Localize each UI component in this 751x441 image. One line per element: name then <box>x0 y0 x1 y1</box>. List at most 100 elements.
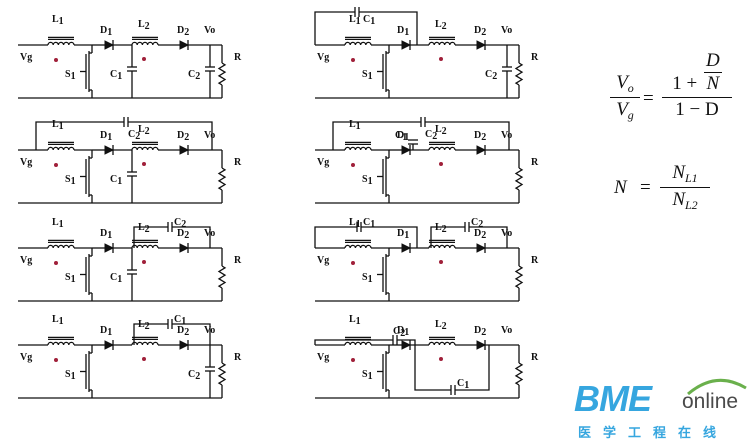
wire <box>361 226 418 248</box>
d2-label: D2 <box>177 228 189 241</box>
wire <box>469 226 508 248</box>
l1-polarity-dot <box>351 58 355 62</box>
wire <box>128 121 213 150</box>
c2-label: C2 <box>188 369 200 382</box>
l2-label: L2 <box>435 124 447 137</box>
l1-polarity-dot <box>54 58 58 62</box>
diode-d1 <box>401 145 412 155</box>
r-label: R <box>234 52 242 63</box>
vo-label: Vo <box>501 130 512 141</box>
d1-label: D1 <box>100 130 112 143</box>
l1-polarity-dot <box>54 358 58 362</box>
wire <box>133 323 168 345</box>
diode-d1 <box>104 145 115 155</box>
l2-label: L2 <box>435 222 447 235</box>
gain-equals-sign: = <box>643 88 654 109</box>
diode-d2 <box>476 243 487 253</box>
diode-d1 <box>401 40 412 50</box>
l2-polarity-dot <box>439 260 443 264</box>
d2-label: D2 <box>177 130 189 143</box>
c1-label: C1 <box>363 217 375 230</box>
c1-label: C1 <box>395 130 407 143</box>
inductor-l1 <box>47 41 75 46</box>
l2-polarity-dot <box>439 162 443 166</box>
inductor-l2 <box>428 244 456 249</box>
r-label: R <box>234 352 242 363</box>
diode-d1 <box>401 340 412 350</box>
l1-label: L1 <box>52 314 64 327</box>
logo-brand-text: BME <box>574 378 652 419</box>
resistor-r <box>514 362 524 386</box>
r-label: R <box>234 255 242 266</box>
d1-label: D1 <box>397 130 409 143</box>
diode-d1 <box>401 243 412 253</box>
s1-label: S1 <box>65 369 76 382</box>
r-label: R <box>531 255 539 266</box>
inductor-l1 <box>47 244 75 249</box>
wire <box>172 226 211 248</box>
wire <box>314 11 355 45</box>
d2-label: D2 <box>474 130 486 143</box>
l1-label: L1 <box>349 314 361 327</box>
d1-label: D1 <box>397 228 409 241</box>
c2-label: C2 <box>174 217 186 230</box>
l2-polarity-dot <box>142 57 146 61</box>
c1-label: C1 <box>110 272 122 285</box>
c1-label: C1 <box>457 378 469 391</box>
diode-d2 <box>476 145 487 155</box>
vg-label: Vg <box>317 52 329 63</box>
s1-label: S1 <box>362 69 373 82</box>
inductor-l1 <box>344 41 372 46</box>
logo-arc-icon <box>687 378 747 396</box>
r-label: R <box>531 352 539 363</box>
wire <box>414 345 451 391</box>
c2-label: C2 <box>128 129 140 142</box>
wire <box>455 345 490 391</box>
vg-label: Vg <box>317 255 329 266</box>
inductor-l1 <box>344 146 372 151</box>
inductor-l2 <box>428 41 456 46</box>
wire <box>314 226 357 248</box>
r-label: R <box>531 52 539 63</box>
diode-d2 <box>179 145 190 155</box>
vo-label: Vo <box>204 25 215 36</box>
wire <box>314 339 393 345</box>
vo-label: Vo <box>501 25 512 36</box>
inductor-l1 <box>344 341 372 346</box>
l1-label: L1 <box>349 119 361 132</box>
l2-label: L2 <box>138 19 150 32</box>
vo-label: Vo <box>501 325 512 336</box>
vg-label: Vg <box>317 157 329 168</box>
s1-label: S1 <box>65 69 76 82</box>
diode-d1 <box>104 243 115 253</box>
s1-label: S1 <box>362 272 373 285</box>
vg-label: Vg <box>20 52 32 63</box>
inductor-l2 <box>131 41 159 46</box>
d1-label: D1 <box>100 228 112 241</box>
l2-label: L2 <box>435 19 447 32</box>
wire <box>133 226 168 248</box>
gain-rhs-fraction: 1 + D N 1 − D <box>662 50 732 121</box>
l2-label: L2 <box>138 124 150 137</box>
d1-label: D1 <box>100 25 112 38</box>
d1-label: D1 <box>397 25 409 38</box>
diode-d2 <box>476 40 487 50</box>
resistor-r <box>217 167 227 191</box>
inductor-l2 <box>131 146 159 151</box>
resistor-r <box>514 62 524 86</box>
inductor-l1 <box>344 244 372 249</box>
turns-equals-sign: = <box>640 177 651 198</box>
d2-label: D2 <box>177 325 189 338</box>
r-label: R <box>531 157 539 168</box>
l2-label: L2 <box>435 319 447 332</box>
vg-label: Vg <box>20 352 32 363</box>
c2-label: C2 <box>393 326 405 339</box>
wire <box>35 121 124 150</box>
l1-polarity-dot <box>54 261 58 265</box>
inductor-l1 <box>47 341 75 346</box>
c1-label: C1 <box>110 69 122 82</box>
